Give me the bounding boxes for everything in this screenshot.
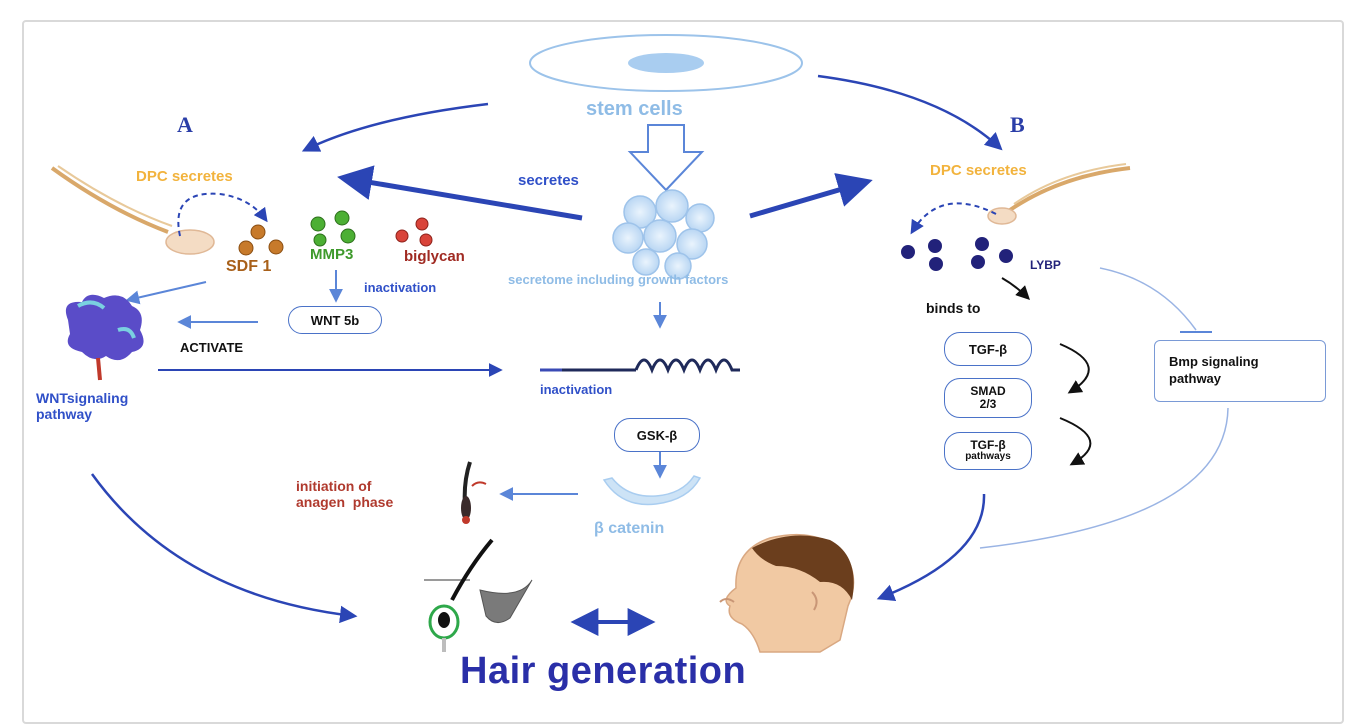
tgf-beta-label: TGF-β: [968, 341, 1008, 357]
hair-strand-icon: [461, 461, 487, 524]
activate-label: ACTIVATE: [180, 340, 244, 355]
smad-label-line2: 2/3: [979, 397, 997, 411]
secretome-label: secretome including growth factors: [508, 272, 729, 287]
wnt-pathway-label: WNTsignaling pathway: [36, 390, 129, 422]
stem-cell-icon: [529, 34, 803, 92]
binds-to-label: binds to: [926, 300, 981, 316]
mmp3-label: MMP3: [310, 246, 354, 263]
smad-label-line1: SMAD: [970, 384, 1006, 398]
inactivation-mid-label: inactivation: [540, 382, 613, 397]
tgf-beta-node: TGF-β: [944, 332, 1032, 366]
arrow-tgf-to-head: [876, 493, 986, 601]
stem-cells-label: stem cells: [586, 98, 683, 120]
inactivation-left-label: inactivation: [364, 280, 437, 295]
arrow-wnt-to-hair: [90, 473, 358, 624]
gsk-beta-label: GSK-β: [636, 427, 678, 443]
lybp-molecules-icon: [901, 237, 1013, 271]
arrow-sdf1-to-wnt: [125, 281, 207, 305]
dermal-papilla-cell-right-icon: [987, 163, 1131, 225]
biglycan-label: biglycan: [404, 248, 465, 265]
hair-regeneration-diagram: [50, 34, 1229, 653]
biglycan-molecules-icon: [395, 217, 433, 247]
mmp3-molecules-icon: [310, 210, 356, 247]
dermal-papilla-cell-left-icon: [50, 165, 215, 255]
bmp-label: Bmp signaling pathway: [1169, 354, 1259, 386]
anagen-label: initiation of anagen phase: [296, 478, 394, 510]
arrow-secretes-right: [749, 173, 873, 219]
human-head-icon: [719, 533, 855, 653]
wnt-receptor-icon: [65, 294, 144, 381]
smad-node: SMAD 2/3: [944, 378, 1032, 418]
tgf-pathways-node: TGF-β pathways: [944, 432, 1032, 470]
lybp-label: LYBP: [1030, 258, 1061, 272]
dna-strand-icon: [540, 358, 740, 375]
arrow-stem-to-b: [817, 74, 1003, 151]
wnt5b-label: WNT 5b: [310, 312, 360, 328]
sdf1-label: SDF 1: [226, 258, 272, 275]
dpc-secretes-right-label: DPC secretes: [930, 162, 1027, 179]
gsk-beta-node: GSK-β: [614, 418, 700, 452]
arrow-smad-to-pathways: [1059, 417, 1092, 466]
panel-label-b: B: [1010, 112, 1025, 137]
cell-cluster-icon: [612, 189, 715, 280]
panel-label-a: A: [177, 112, 193, 137]
sdf1-molecules-icon: [238, 224, 284, 256]
arrow-binds-to: [1001, 277, 1030, 300]
beta-catenin-icon: [602, 475, 702, 506]
beta-catenin-label: β catenin: [594, 520, 665, 537]
tgf-pathways-label-line2: pathways: [965, 451, 1011, 462]
hollow-down-arrow: [627, 124, 705, 192]
wnt5b-node: WNT 5b: [288, 306, 382, 334]
tgf-pathways-label-line1: TGF-β: [970, 438, 1006, 452]
line-bmp-to-head: [979, 407, 1229, 549]
hair-generation-title: Hair generation: [460, 650, 747, 692]
arrow-dpc-left-dashed: [177, 192, 268, 237]
hair-follicle-icon: [424, 538, 533, 652]
secretes-label: secretes: [518, 172, 579, 189]
arrow-dpc-right-dashed: [910, 202, 997, 235]
arrow-tgf-to-smad: [1059, 343, 1090, 394]
arrow-secretes-left: [337, 165, 583, 221]
arrow-stem-to-a: [301, 102, 489, 152]
bmp-node: Bmp signaling pathway: [1154, 340, 1326, 402]
line-lybp-inhibits-bmp: [1099, 267, 1197, 331]
dpc-secretes-left-label: DPC secretes: [136, 168, 233, 185]
